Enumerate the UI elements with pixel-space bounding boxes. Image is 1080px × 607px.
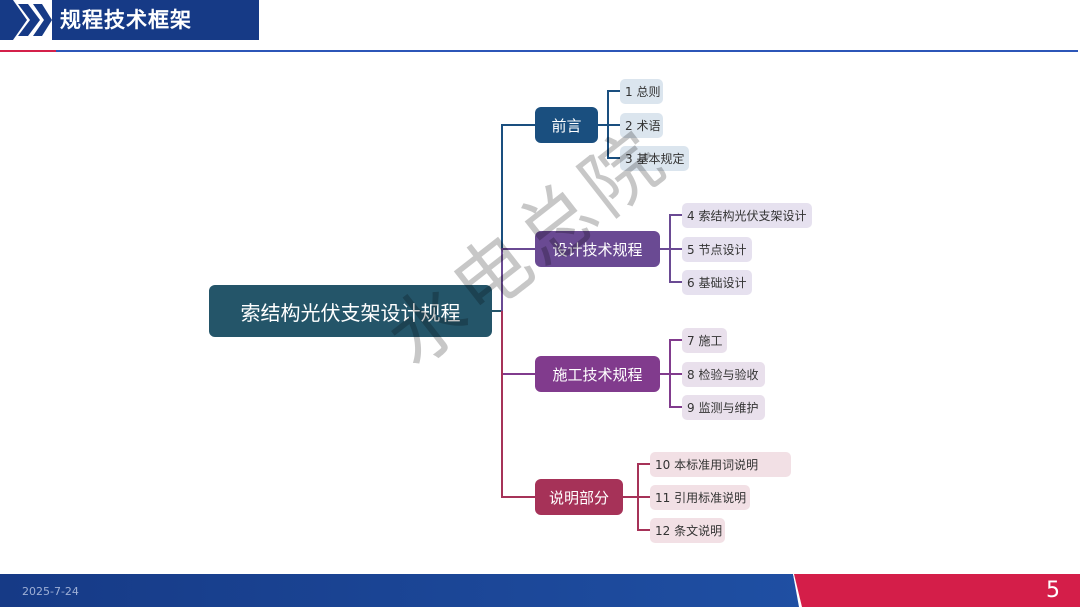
- leaf-node-wording-notes: 10 本标准用词说明: [650, 452, 791, 477]
- header-divider: [0, 50, 1078, 52]
- page-number: 5: [1046, 578, 1060, 603]
- leaf-node-basic-rules: 3 基本规定: [620, 146, 689, 171]
- leaf-node-terms: 2 术语: [620, 113, 663, 138]
- mindmap-root-node: 索结构光伏支架设计规程: [209, 285, 492, 337]
- page-title: 规程技术框架: [52, 0, 259, 40]
- connector-leaf-4-1: [623, 463, 650, 498]
- branch-node-design-spec: 设计技术规程: [535, 231, 660, 267]
- leaf-node-reference-notes: 11 引用标准说明: [650, 485, 750, 510]
- leaf-node-monitoring: 9 监测与维护: [682, 395, 765, 420]
- connector-leaf-3-3: [669, 374, 682, 408]
- connector-leaf-2-1: [660, 214, 682, 250]
- header-chevron-icon: [0, 0, 52, 40]
- branch-node-notes: 说明部分: [535, 479, 623, 515]
- footer-red-band: [794, 574, 1080, 607]
- leaf-node-article-notes: 12 条文说明: [650, 518, 725, 543]
- leaf-node-joint-design: 5 节点设计: [682, 237, 752, 262]
- leaf-node-support-design: 4 索结构光伏支架设计: [682, 203, 812, 228]
- connector-leaf-2-3: [669, 249, 682, 283]
- footer-blue-band: [0, 574, 800, 607]
- leaf-node-general: 1 总则: [620, 79, 663, 104]
- leaf-node-inspection: 8 检验与验收: [682, 362, 765, 387]
- leaf-node-foundation-design: 6 基础设计: [682, 270, 752, 295]
- connector-leaf-4-3: [637, 497, 650, 531]
- footer-date: 2025-7-24: [22, 585, 79, 598]
- connector-leaf-1-3: [607, 125, 620, 159]
- connector-leaf-1-1: [598, 90, 620, 126]
- connector-branch-4: [501, 311, 535, 498]
- branch-node-construction-spec: 施工技术规程: [535, 356, 660, 392]
- connector-leaf-3-1: [660, 339, 682, 375]
- footer-separator: [793, 574, 802, 607]
- connector-branch-2: [501, 248, 535, 311]
- leaf-node-construction: 7 施工: [682, 328, 727, 353]
- branch-node-preface: 前言: [535, 107, 598, 143]
